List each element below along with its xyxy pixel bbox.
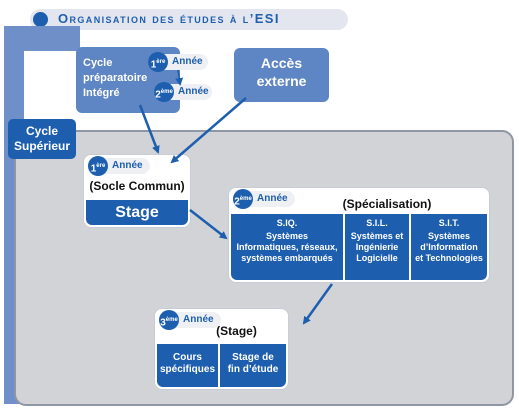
year-number-icon: 2ème [154, 82, 174, 102]
spec-desc-line3: systèmes embarqués [241, 253, 333, 263]
acces-line2: externe [256, 73, 307, 89]
stage-fin-etude: Stage de fin d’étude [220, 344, 286, 387]
year3-label: Année [183, 314, 214, 325]
cours-line2: spécifiques [159, 364, 216, 375]
year1-label: Année [112, 160, 143, 171]
spec-desc-line2: d’Information [420, 242, 478, 252]
page-title: Organisation des études à l’ESI [58, 11, 280, 26]
year2-subtitle: (Spécialisation) [342, 197, 432, 211]
cycle-superieur-label: Cycle Supérieur [8, 119, 76, 159]
acces-line1: Accès [260, 55, 303, 71]
spec-desc-line2: Informatiques, réseaux, [236, 242, 338, 252]
spec-desc-line3: Logicielle [356, 253, 398, 263]
cours-specifiques: Cours spécifiques [157, 344, 218, 387]
year-number-icon: 1ère [148, 52, 168, 72]
spec-desc-line2: Ingénierie [355, 242, 399, 252]
stagefin-line1: Stage de [232, 352, 274, 363]
year2-label: Année [257, 193, 288, 204]
specialisation-siq: S.IQ. Systèmes Informatiques, réseaux, s… [231, 214, 343, 280]
prep-year1-label: Année [172, 56, 203, 67]
stagefin-line2: fin d’étude [227, 364, 279, 375]
year3-subtitle: (Stage) [216, 324, 257, 338]
year2-badge: 2ème Année [233, 189, 295, 209]
arrow-year1-to-year2 [189, 209, 228, 240]
prep-line3: Intégré [83, 87, 120, 99]
spec-code: S.IQ. [276, 218, 298, 228]
specialisation-sit: S.I.T. Systèmes d’Information et Technol… [411, 214, 487, 280]
year-number-icon: 2ème [233, 189, 253, 209]
cycle-superieur-line1: Cycle [25, 124, 59, 138]
spec-code: S.I.L. [366, 218, 388, 228]
prep-year2-badge: 2ème Année [154, 82, 212, 102]
title-bar [30, 9, 348, 30]
prep-year2-label: Année [178, 86, 209, 97]
year3-badge: 3ème Année [159, 310, 221, 330]
prep-line2: préparatoire [83, 72, 148, 84]
year-number-icon: 3ème [159, 310, 179, 330]
spec-code: S.I.T. [438, 218, 460, 228]
year1-subtitle: (Socle Commun) [89, 179, 185, 193]
cours-line1: Cours [173, 352, 202, 363]
arrow-acces-to-year1 [170, 97, 247, 164]
prep-year1-badge: 1ère Année [148, 52, 208, 72]
cycle-preparatoire-label: Cycle préparatoire Intégré [83, 56, 163, 101]
cycle-superieur-line2: Supérieur [13, 139, 70, 153]
year1-stage: Stage [86, 200, 188, 225]
arrow-prep-to-year1 [138, 104, 160, 154]
specialisation-sil: S.I.L. Systèmes et Ingénierie Logicielle [345, 214, 409, 280]
year1-badge: 1ère Année [88, 156, 150, 176]
spec-desc-line1: Systèmes [265, 231, 309, 241]
top-frame-strip [4, 26, 80, 51]
prep-line1: Cycle [83, 57, 113, 69]
spec-desc-line1: Systèmes [427, 231, 471, 241]
spec-desc-line3: et Technologies [415, 253, 483, 263]
title-bullet-icon [33, 12, 48, 27]
arrow-prep-year2 [175, 69, 184, 86]
spec-desc-line1: Systèmes et [350, 231, 404, 241]
acces-externe-box: Accès externe [234, 48, 329, 102]
arrow-year2-to-year3 [302, 283, 334, 325]
year-number-icon: 1ère [88, 156, 108, 176]
